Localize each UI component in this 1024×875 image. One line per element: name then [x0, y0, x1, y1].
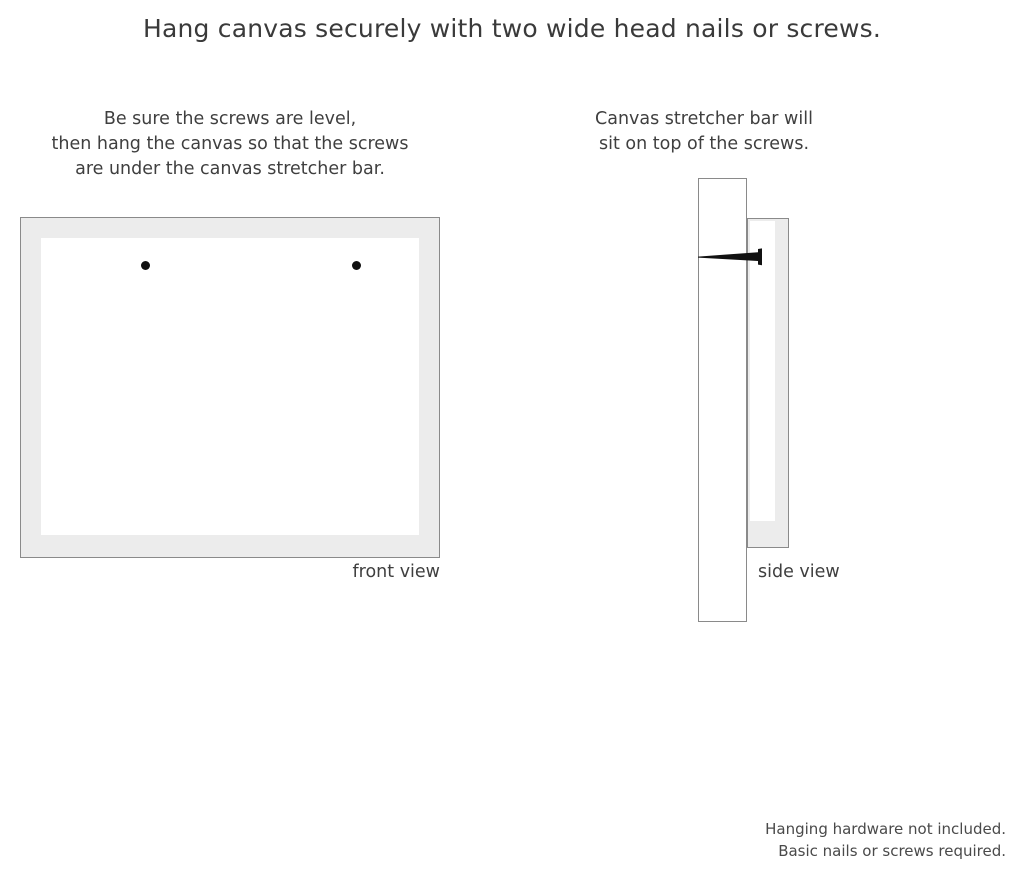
- stretcher-bar-cross-section: [747, 218, 789, 548]
- side-view-caption: Canvas stretcher bar will sit on top of …: [570, 107, 838, 157]
- front-view-caption-line-3: are under the canvas stretcher bar.: [75, 159, 385, 179]
- page-title: Hang canvas securely with two wide head …: [142, 14, 882, 43]
- front-view-canvas-area: [41, 238, 419, 535]
- front-view-label: front view: [352, 562, 441, 582]
- screw-head-left-icon: [141, 261, 150, 270]
- front-view-diagram: [20, 217, 440, 558]
- screw-head-right-icon: [352, 261, 361, 270]
- disclaimer-line-2: Basic nails or screws required.: [778, 842, 1006, 860]
- disclaimer-text: Hanging hardware not included. Basic nai…: [765, 818, 1006, 862]
- wall-cross-section: [698, 178, 747, 622]
- stretcher-bar-inner-face: [750, 221, 775, 521]
- disclaimer-line-1: Hanging hardware not included.: [765, 820, 1006, 838]
- side-view-diagram: [690, 170, 810, 635]
- front-view-caption-line-2: then hang the canvas so that the screws: [51, 134, 409, 154]
- screw-side-icon: [698, 248, 762, 266]
- side-view-caption-line-1: Canvas stretcher bar will: [595, 109, 813, 129]
- side-view-caption-line-2: sit on top of the screws.: [598, 134, 810, 154]
- front-view-caption-line-1: Be sure the screws are level,: [103, 109, 357, 129]
- front-view-caption: Be sure the screws are level, then hang …: [20, 107, 440, 182]
- side-view-label: side view: [758, 562, 840, 582]
